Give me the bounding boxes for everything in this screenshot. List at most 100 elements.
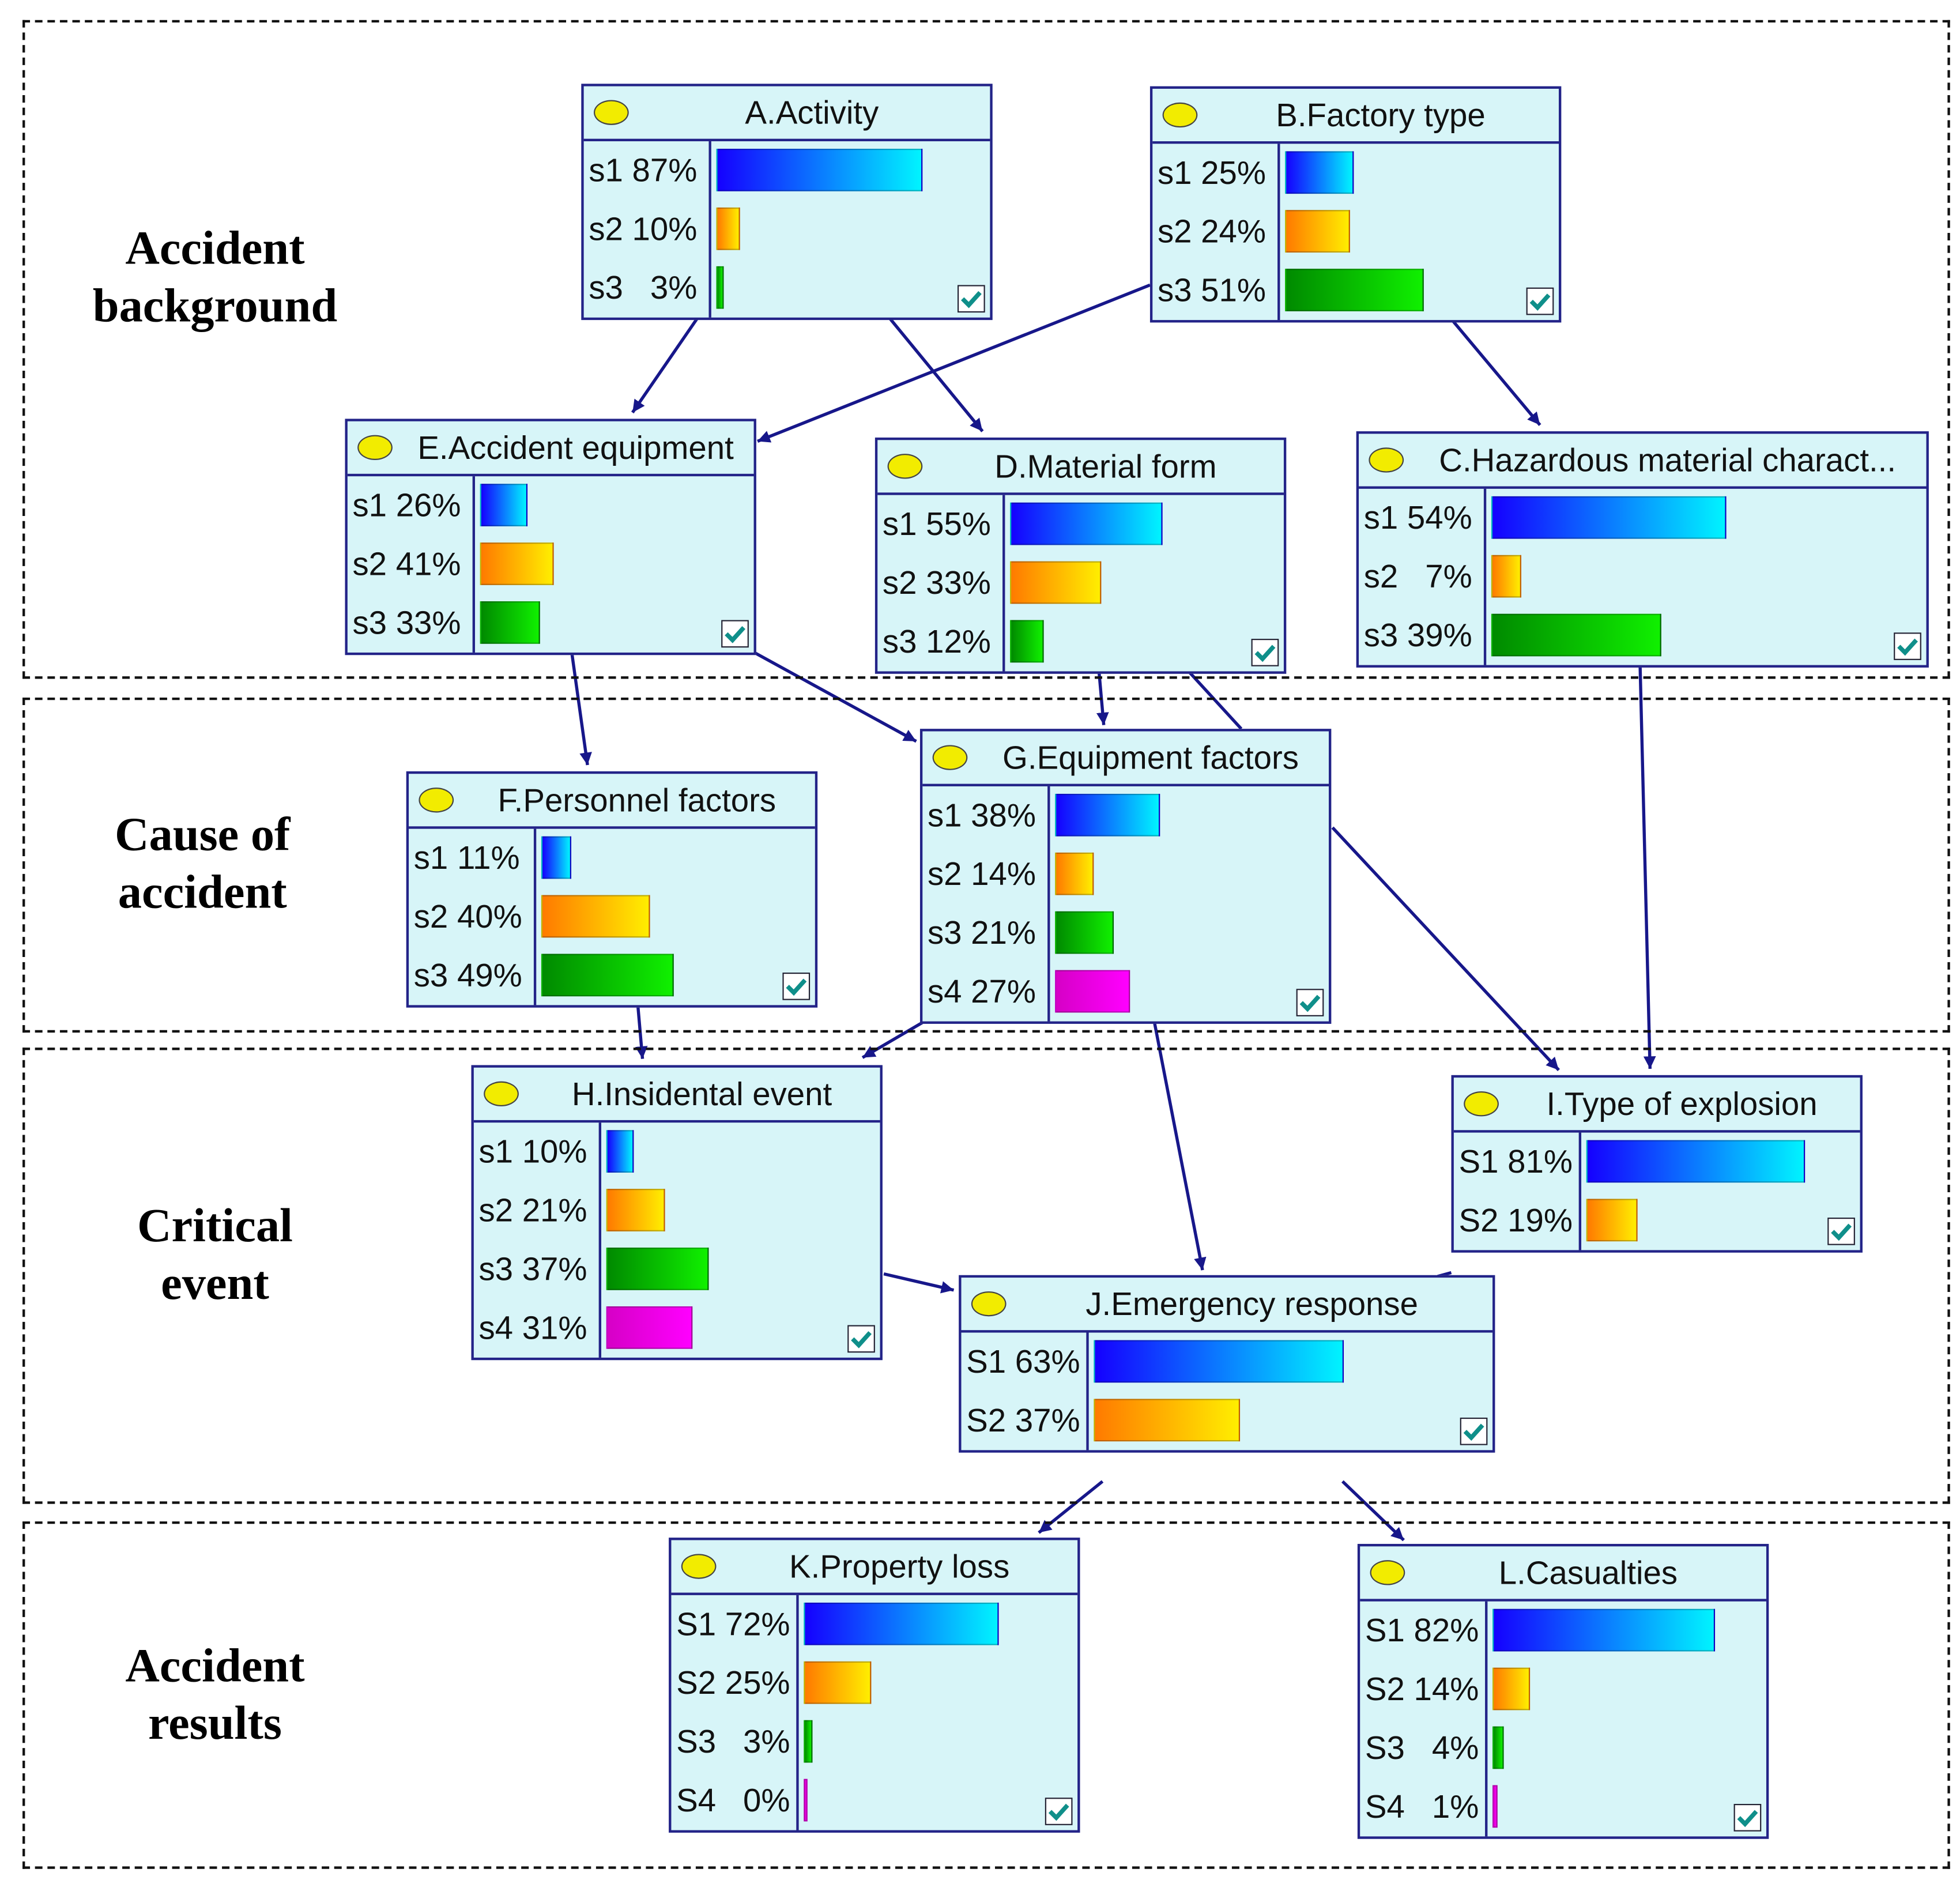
state-row: s2 33% xyxy=(877,554,1284,613)
state-bar xyxy=(804,1779,808,1822)
state-bar xyxy=(480,542,555,585)
state-bar xyxy=(1491,613,1661,657)
state-bar xyxy=(804,1602,1000,1645)
node-title: A.Activity xyxy=(745,93,879,131)
state-row: s1 10% xyxy=(474,1122,880,1181)
state-divider xyxy=(533,828,537,1005)
state-bar xyxy=(1010,502,1163,545)
check-icon[interactable] xyxy=(1733,1804,1762,1832)
state-label: S3 4% xyxy=(1365,1728,1479,1766)
state-bar xyxy=(1492,1726,1503,1769)
check-icon[interactable] xyxy=(782,973,811,1000)
state-row: s3 49% xyxy=(409,946,815,1005)
check-icon[interactable] xyxy=(1894,632,1921,660)
check-icon[interactable] xyxy=(1251,639,1279,666)
check-icon[interactable] xyxy=(1045,1798,1073,1825)
check-icon[interactable] xyxy=(1460,1417,1488,1445)
zone-critical xyxy=(22,1048,1950,1504)
state-label: s1 26% xyxy=(352,486,461,524)
node-header[interactable]: L.Casualties xyxy=(1360,1546,1766,1602)
state-label: S2 37% xyxy=(966,1401,1080,1439)
state-label: S1 82% xyxy=(1365,1611,1479,1649)
state-bar xyxy=(1055,911,1114,954)
edge-B-E xyxy=(757,283,1151,443)
zone-label-line: Critical xyxy=(137,1200,293,1253)
status-ellipse-icon xyxy=(1369,447,1404,473)
state-bar xyxy=(606,1306,692,1349)
state-divider xyxy=(472,476,475,653)
state-label: S1 81% xyxy=(1458,1142,1573,1180)
node-header[interactable]: E.Accident equipment xyxy=(347,421,754,477)
state-bar xyxy=(1055,970,1130,1013)
node-header[interactable]: G.Equipment factors xyxy=(922,732,1329,786)
state-row: S1 81% xyxy=(1454,1133,1860,1192)
node-header[interactable]: H.Insidental event xyxy=(473,1068,880,1123)
node-header[interactable]: A.Activity xyxy=(583,86,990,142)
zone-label-line: Accident xyxy=(125,222,305,276)
edge-G-J xyxy=(1152,1018,1207,1271)
node-states: S1 63%S2 37% xyxy=(961,1332,1492,1451)
check-icon[interactable] xyxy=(1296,989,1324,1016)
node-states: S1 81%S2 19% xyxy=(1454,1132,1860,1250)
state-row: s3 51% xyxy=(1152,261,1559,320)
node-states: s1 54%s2 7%s3 39% xyxy=(1359,488,1926,665)
zone-label-line: results xyxy=(148,1697,282,1750)
node-header[interactable]: B.Factory type xyxy=(1152,89,1559,144)
node-header[interactable]: K.Property loss xyxy=(671,1540,1078,1595)
node-states: S1 82%S2 14%S3 4%S4 1% xyxy=(1360,1601,1766,1837)
state-label: s3 37% xyxy=(478,1250,587,1288)
check-icon[interactable] xyxy=(1526,287,1554,315)
state-label: s1 55% xyxy=(882,505,991,543)
node-states: s1 11%s2 40%s3 49% xyxy=(409,828,815,1005)
state-row: s3 37% xyxy=(474,1240,880,1299)
status-ellipse-icon xyxy=(932,745,968,770)
zone-label-line: Cause of xyxy=(115,808,291,862)
state-bar xyxy=(541,954,674,997)
state-row: s2 21% xyxy=(474,1181,880,1240)
state-row: s1 25% xyxy=(1152,144,1559,202)
edge-G-I xyxy=(1331,826,1560,1071)
state-divider xyxy=(1578,1132,1582,1250)
node-header[interactable]: I.Type of explosion xyxy=(1453,1078,1860,1133)
state-divider xyxy=(1485,1601,1488,1837)
status-ellipse-icon xyxy=(681,1554,717,1579)
zone-cause xyxy=(22,697,1950,1033)
state-label: s2 14% xyxy=(927,855,1036,893)
node-header[interactable]: D.Material form xyxy=(877,440,1284,495)
node-states: s1 25%s2 24%s3 51% xyxy=(1152,144,1559,321)
node-header[interactable]: C.Hazardous material charact... xyxy=(1359,434,1927,489)
node-title: F.Personnel factors xyxy=(497,781,777,819)
state-bar xyxy=(541,836,571,879)
state-row: s3 3% xyxy=(584,259,990,318)
state-row: s3 39% xyxy=(1359,606,1926,665)
check-icon[interactable] xyxy=(721,620,749,648)
state-row: s1 38% xyxy=(922,786,1329,845)
node-C[interactable]: C.Hazardous material charact...s1 54%s2 … xyxy=(1356,431,1929,668)
check-icon[interactable] xyxy=(1827,1218,1855,1245)
node-header[interactable]: J.Emergency response xyxy=(961,1278,1493,1333)
status-ellipse-icon xyxy=(1162,102,1198,128)
state-bar xyxy=(1285,269,1424,311)
check-icon[interactable] xyxy=(957,285,985,313)
state-bar xyxy=(716,266,723,309)
state-row: S3 3% xyxy=(671,1713,1077,1772)
state-bar xyxy=(606,1130,634,1173)
check-icon[interactable] xyxy=(847,1325,875,1353)
state-bar xyxy=(716,149,923,191)
zone-results xyxy=(22,1521,1950,1869)
state-label: s2 40% xyxy=(413,897,522,935)
node-header[interactable]: F.Personnel factors xyxy=(409,774,815,829)
